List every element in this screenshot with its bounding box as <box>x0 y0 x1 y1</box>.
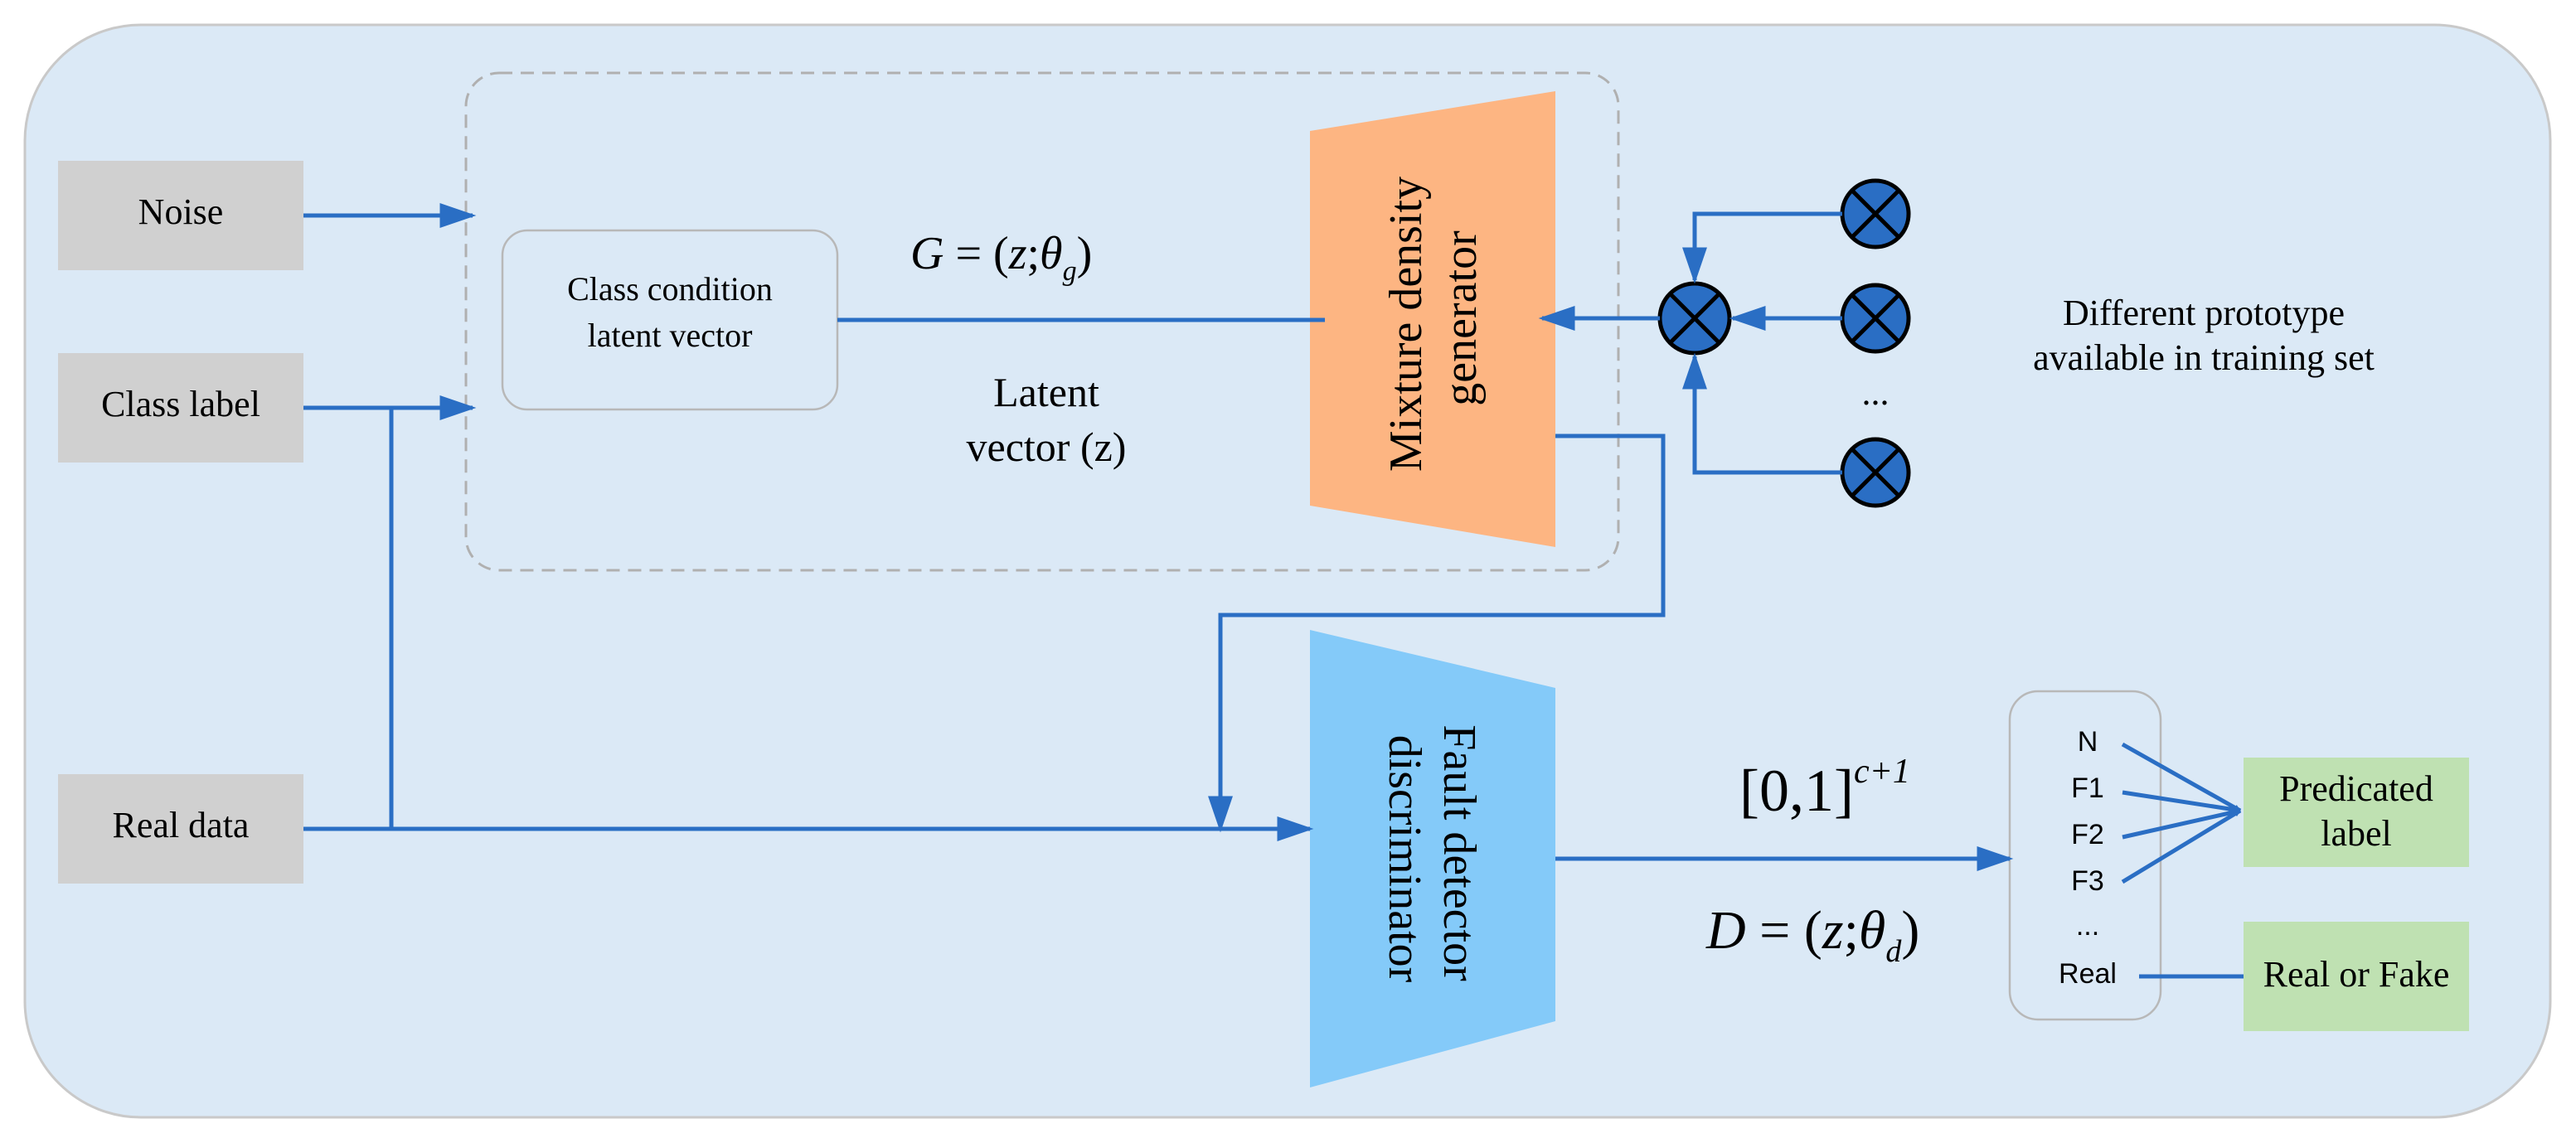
d-formula: D = (z;θd) <box>1705 900 1919 969</box>
predicated-label-line1: Predicated <box>2279 768 2433 809</box>
output-item-real: Real <box>2059 958 2117 990</box>
prototype-text-line2: available in training set <box>2033 337 2375 378</box>
connectors <box>303 203 2244 979</box>
prototype-text-line1: Different prototype <box>2063 293 2345 333</box>
output-item-n: N <box>2078 726 2098 758</box>
output-class-list: N F1 F2 F3 ... Real <box>2008 690 2162 1021</box>
generator-region <box>464 71 1620 572</box>
class-condition-box: Class condition latent vector <box>501 229 839 411</box>
latent-vector-line1: Latent <box>993 369 1099 415</box>
class-label-text: Class label <box>101 384 260 424</box>
predicated-label-line2: label <box>2321 813 2392 854</box>
g-formula: G = (z;θg) <box>910 228 1092 287</box>
mixture-density-generator: Mixture density generator <box>1310 91 1555 547</box>
real-or-fake-text: Real or Fake <box>2263 954 2450 995</box>
arrow-f2-to-label <box>2122 808 2241 840</box>
arrow-generator-to-discriminator <box>1208 433 1666 833</box>
latent-vector-line2: vector (z) <box>967 424 1127 470</box>
prototype-circle-bottom <box>1840 437 1911 508</box>
arrow-top-to-combiner <box>1682 211 1842 284</box>
predicated-label-box: Predicated label <box>2244 758 2469 867</box>
fault-detector-discriminator: Fault detector discriminator <box>1310 630 1555 1087</box>
real-data-box: Real data <box>58 774 303 884</box>
arrow-f3-to-label <box>2121 808 2242 884</box>
noise-box: Noise <box>58 161 303 270</box>
output-item-ellipsis: ... <box>2076 910 2099 942</box>
noise-label: Noise <box>138 191 224 232</box>
generator-label: Mixture density generator <box>1380 165 1487 472</box>
class-condition-line1: Class condition <box>567 270 773 308</box>
real-or-fake-box: Real or Fake <box>2244 922 2469 1031</box>
arrow-n-to-label <box>2121 742 2242 813</box>
output-item-f1: F1 <box>2071 772 2104 804</box>
prototype-ellipsis: ... <box>1862 372 1890 413</box>
output-item-f3: F3 <box>2071 865 2104 897</box>
class-label-box: Class label <box>58 353 303 463</box>
prototype-circle-top <box>1840 178 1911 249</box>
range-formula: [0,1]c+1 <box>1739 753 1910 824</box>
class-condition-line2: latent vector <box>588 317 753 354</box>
arrow-bottom-to-combiner <box>1682 352 1842 475</box>
discriminator-label: Fault detector discriminator <box>1379 724 1485 992</box>
output-item-f2: F2 <box>2071 819 2104 850</box>
prototype-circle-middle <box>1840 283 1911 354</box>
real-data-text: Real data <box>113 805 250 845</box>
prototype-combiner-circle <box>1657 281 1732 356</box>
arrow-f1-to-label <box>2122 790 2241 813</box>
